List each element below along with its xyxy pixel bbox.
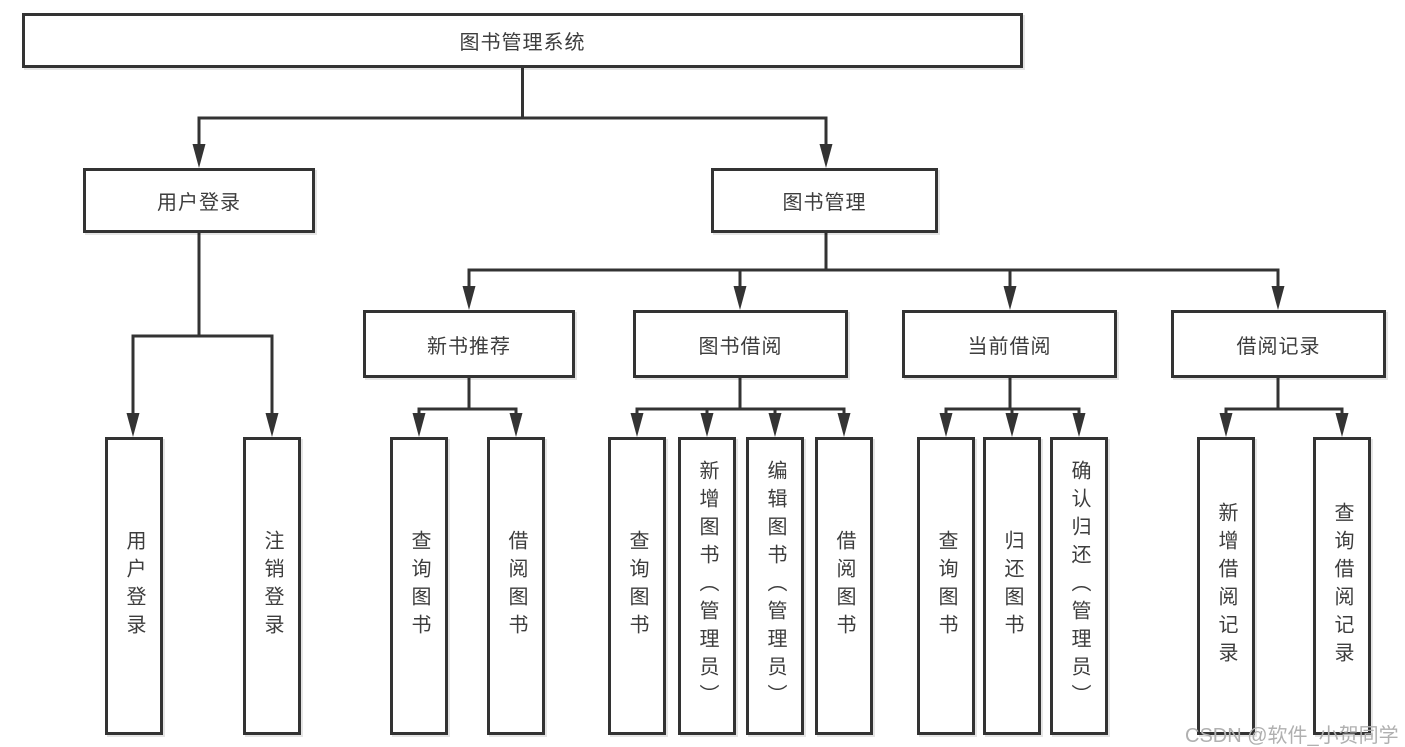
connector-s2-rail	[944, 407, 1081, 415]
leaf-add-borrow-record-label: 新增借阅记录	[1215, 502, 1237, 670]
leaf-add-borrow-record: 新增借阅记录	[1197, 437, 1255, 735]
arrow-s3-leaf-2	[1335, 413, 1349, 437]
node-user-login-label: 用户登录	[157, 192, 241, 214]
leaf-user-login-label: 用户登录	[123, 530, 145, 642]
arrow-s2-leaf-1	[939, 413, 953, 437]
node-current-borrowing: 当前借阅	[902, 310, 1117, 378]
node-current-borrowing-label: 当前借阅	[967, 335, 1052, 358]
node-new-book-recommend-label: 新书推荐	[427, 335, 511, 358]
arrow-section-records	[1271, 286, 1285, 310]
leaf-newbook-query-books-label: 查询图书	[408, 530, 430, 642]
leaf-current-query-books: 查询图书	[917, 437, 975, 735]
node-new-book-recommend: 新书推荐	[363, 310, 575, 378]
arrow-login-leaf-2	[265, 413, 279, 437]
leaf-borrow-query-books-label: 查询图书	[626, 530, 648, 642]
arrow-book-management	[819, 144, 833, 168]
connector-login-rail	[131, 334, 274, 415]
arrow-user-login	[192, 144, 206, 168]
arrow-section-borrow	[733, 286, 747, 310]
leaf-borrow-books: 借阅图书	[815, 437, 873, 735]
leaf-edit-books-admin: 编辑图书（管理员）	[746, 437, 804, 735]
connector-s3-rail	[1224, 407, 1344, 415]
node-book-borrowing-label: 图书借阅	[698, 335, 783, 358]
arrow-s1-leaf-1	[630, 413, 644, 437]
node-root-label: 图书管理系统	[459, 32, 586, 54]
node-user-login: 用户登录	[83, 168, 315, 233]
arrow-s2-leaf-3	[1072, 413, 1086, 437]
csdn-watermark: CSDN @软件_小贺同学	[1185, 725, 1399, 747]
leaf-current-query-books-label: 查询图书	[935, 530, 957, 642]
leaf-return-books-label: 归还图书	[1001, 530, 1023, 642]
arrow-s3-leaf-1	[1219, 413, 1233, 437]
arrow-s1-leaf-4	[837, 413, 851, 437]
leaf-newbook-query-books: 查询图书	[390, 437, 448, 735]
arrow-s2-leaf-2	[1005, 413, 1019, 437]
arrow-s0-leaf-1	[412, 413, 426, 437]
arrow-s1-leaf-2	[700, 413, 714, 437]
arrow-s0-leaf-2	[509, 413, 523, 437]
leaf-newbook-borrow-books-label: 借阅图书	[505, 530, 527, 642]
leaf-logout: 注销登录	[243, 437, 301, 735]
node-book-borrowing: 图书借阅	[633, 310, 848, 378]
leaf-borrow-books-label: 借阅图书	[833, 530, 855, 642]
connector-level3-rail	[467, 268, 1280, 288]
connector-s0-rail	[417, 407, 518, 415]
arrow-s1-leaf-3	[768, 413, 782, 437]
node-book-management-label: 图书管理	[782, 192, 867, 214]
arrow-login-leaf-1	[126, 413, 140, 437]
node-borrowing-records-label: 借阅记录	[1236, 335, 1321, 358]
leaf-query-borrow-record-label: 查询借阅记录	[1331, 502, 1353, 670]
leaf-return-books: 归还图书	[983, 437, 1041, 735]
connector-s1-rail	[635, 407, 846, 415]
leaf-borrow-query-books: 查询图书	[608, 437, 666, 735]
leaf-add-books-admin: 新增图书（管理员）	[678, 437, 736, 735]
leaf-logout-label: 注销登录	[261, 530, 283, 642]
leaf-add-books-admin-label: 新增图书（管理员）	[696, 460, 718, 712]
node-book-management: 图书管理	[711, 168, 938, 233]
node-borrowing-records: 借阅记录	[1171, 310, 1386, 378]
node-root: 图书管理系统	[22, 13, 1023, 68]
arrow-section-newbook	[462, 286, 476, 310]
connector-level2-rail	[197, 116, 828, 146]
leaf-confirm-return-admin: 确认归还（管理员）	[1050, 437, 1108, 735]
leaf-newbook-borrow-books: 借阅图书	[487, 437, 545, 735]
leaf-query-borrow-record: 查询借阅记录	[1313, 437, 1371, 735]
leaf-edit-books-admin-label: 编辑图书（管理员）	[764, 460, 786, 712]
leaf-confirm-return-admin-label: 确认归还（管理员）	[1068, 460, 1090, 712]
leaf-user-login: 用户登录	[105, 437, 163, 735]
arrow-section-current	[1003, 286, 1017, 310]
